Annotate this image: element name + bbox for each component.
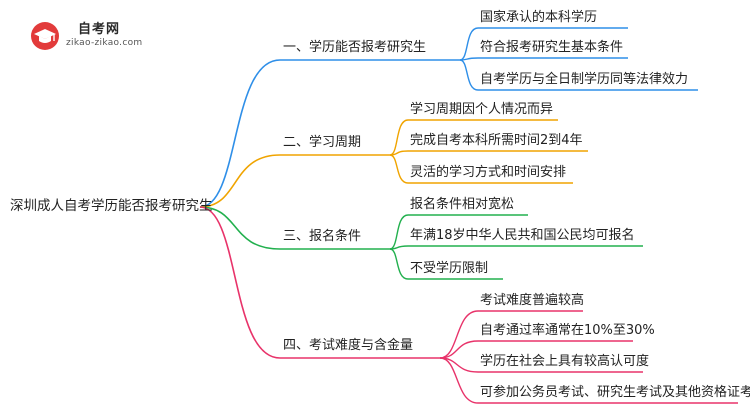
branch-2-item-1-curve <box>389 119 409 156</box>
branch-2-item-3-curve <box>389 154 409 184</box>
root-topic: 深圳成人自考学历能否报考研究生 <box>10 198 213 214</box>
branch-4-item-3: 学历在社会上具有较高认可度 <box>480 354 650 369</box>
branch-3-item-2: 年满18岁中华人民共和国公民均可报名 <box>410 228 635 243</box>
branch-2-item-2: 完成自考本科所需时间2到4年 <box>410 133 583 148</box>
branch-4-item-2-curve <box>439 340 479 359</box>
root-to-branch-1-curve <box>199 59 281 208</box>
branch-1-item-3: 自考学历与全日制学历同等法律效力 <box>480 72 689 87</box>
branch-4-item-2: 自考通过率通常在10%至30% <box>480 323 655 338</box>
branch-4-item-4-curve <box>439 357 479 404</box>
root-to-branch-2-curve <box>199 154 281 208</box>
branch-3-item-3-curve <box>389 248 409 280</box>
root-to-branch-3-curve <box>199 206 281 250</box>
branch-2-label: 二、学习周期 <box>283 135 362 150</box>
branch-3-item-1: 报名条件相对宽松 <box>410 197 515 212</box>
branch-4-item-1: 考试难度普遍较高 <box>480 293 585 308</box>
branch-1-label: 一、学历能否报考研究生 <box>283 40 427 55</box>
branch-1-item-1-curve <box>459 27 479 61</box>
branch-4-label: 四、考试难度与含金量 <box>283 338 414 353</box>
branch-3-label: 三、报名条件 <box>283 229 362 244</box>
root-to-branch-4-curve <box>199 206 281 359</box>
branch-2-item-3: 灵活的学习方式和时间安排 <box>410 165 567 180</box>
branch-3-item-1-curve <box>389 214 409 250</box>
branch-4-item-1-curve <box>439 310 479 359</box>
brand-domain: zikao-zikao.com <box>66 38 143 48</box>
brand-name: 自考网 <box>78 22 121 37</box>
branch-1-item-2: 符合报考研究生基本条件 <box>480 40 624 55</box>
branch-4-item-4: 可参加公务员考试、研究生考试及其他资格证考试 <box>480 385 750 400</box>
branch-3-item-3: 不受学历限制 <box>410 261 489 276</box>
site-logo[interactable]: 自考网 zikao-zikao.com <box>30 18 160 52</box>
branch-2-item-1: 学习周期因个人情况而异 <box>410 102 554 117</box>
branch-1-item-3-curve <box>459 59 479 91</box>
graduation-cap-icon <box>31 22 59 50</box>
branch-1-item-1: 国家承认的本科学历 <box>480 10 598 25</box>
